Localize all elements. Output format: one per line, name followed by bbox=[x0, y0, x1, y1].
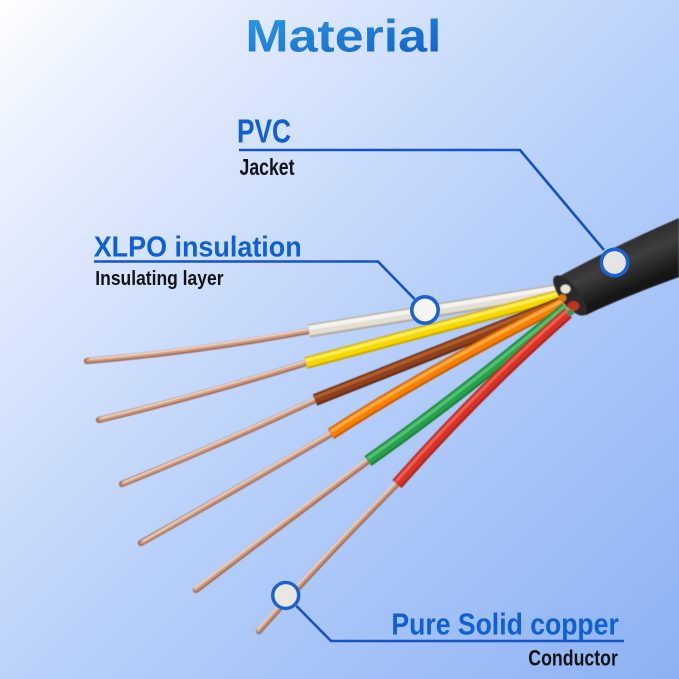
svg-text:XLPO insulation: XLPO insulation bbox=[94, 231, 302, 263]
svg-text:Material: Material bbox=[245, 11, 441, 62]
svg-text:Insulating layer: Insulating layer bbox=[95, 268, 223, 290]
svg-text:Conductor: Conductor bbox=[528, 645, 618, 670]
svg-text:Pure Solid copper: Pure Solid copper bbox=[391, 607, 618, 642]
svg-text:Jacket: Jacket bbox=[240, 154, 295, 180]
svg-text:PVC: PVC bbox=[237, 113, 291, 150]
